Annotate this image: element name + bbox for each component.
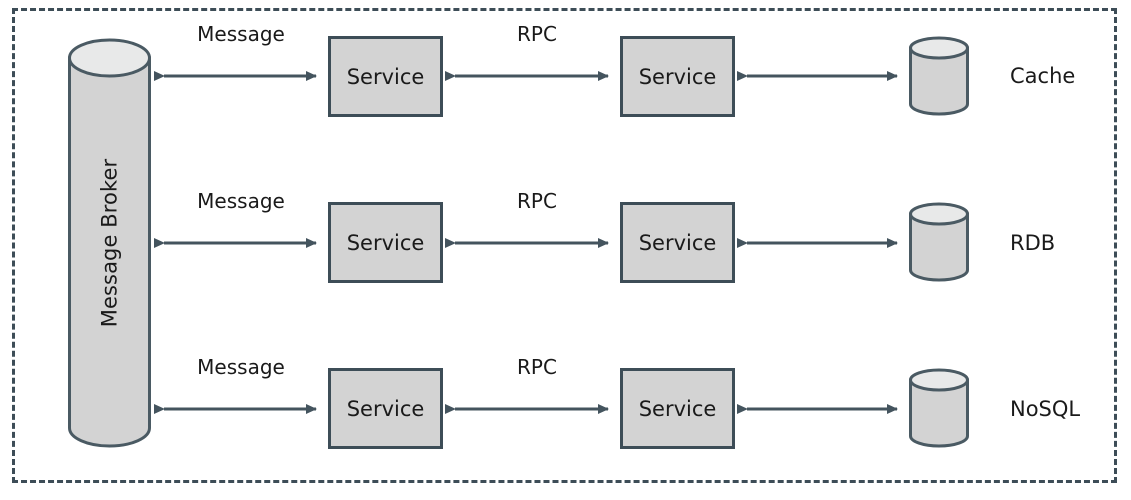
cylinder-shape-icon — [909, 368, 969, 448]
edge-label-rpc-row-3: RPC — [517, 355, 557, 379]
service-box-row-1-a[interactable]: Service — [328, 36, 443, 117]
datastore-cylinder-rdb[interactable] — [908, 202, 970, 282]
service-box-row-2-b[interactable]: Service — [620, 202, 735, 283]
datastore-label-rdb: RDB — [1010, 231, 1056, 255]
datastore-cylinder-cache[interactable] — [908, 36, 970, 116]
service-box-row-3-a[interactable]: Service — [328, 368, 443, 449]
datastore-label-nosql: NoSQL — [1010, 397, 1081, 421]
edge-label-rpc-row-1: RPC — [517, 22, 557, 46]
cylinder-shape-icon — [909, 36, 969, 116]
datastore-label-cache: Cache — [1010, 64, 1076, 88]
system-boundary — [12, 8, 1117, 483]
service-box-row-2-a[interactable]: Service — [328, 202, 443, 283]
edge-label-rpc-row-2: RPC — [517, 189, 557, 213]
message-broker-cylinder[interactable]: Message Broker — [67, 38, 152, 448]
service-box-row-1-b[interactable]: Service — [620, 36, 735, 117]
edge-label-message-row-2: Message — [197, 189, 285, 213]
service-box-row-3-b[interactable]: Service — [620, 368, 735, 449]
datastore-cylinder-nosql[interactable] — [908, 368, 970, 448]
edge-label-message-row-1: Message — [197, 22, 285, 46]
cylinder-shape-icon — [909, 202, 969, 282]
cylinder-shape-icon — [68, 38, 151, 448]
edge-label-message-row-3: Message — [197, 355, 285, 379]
